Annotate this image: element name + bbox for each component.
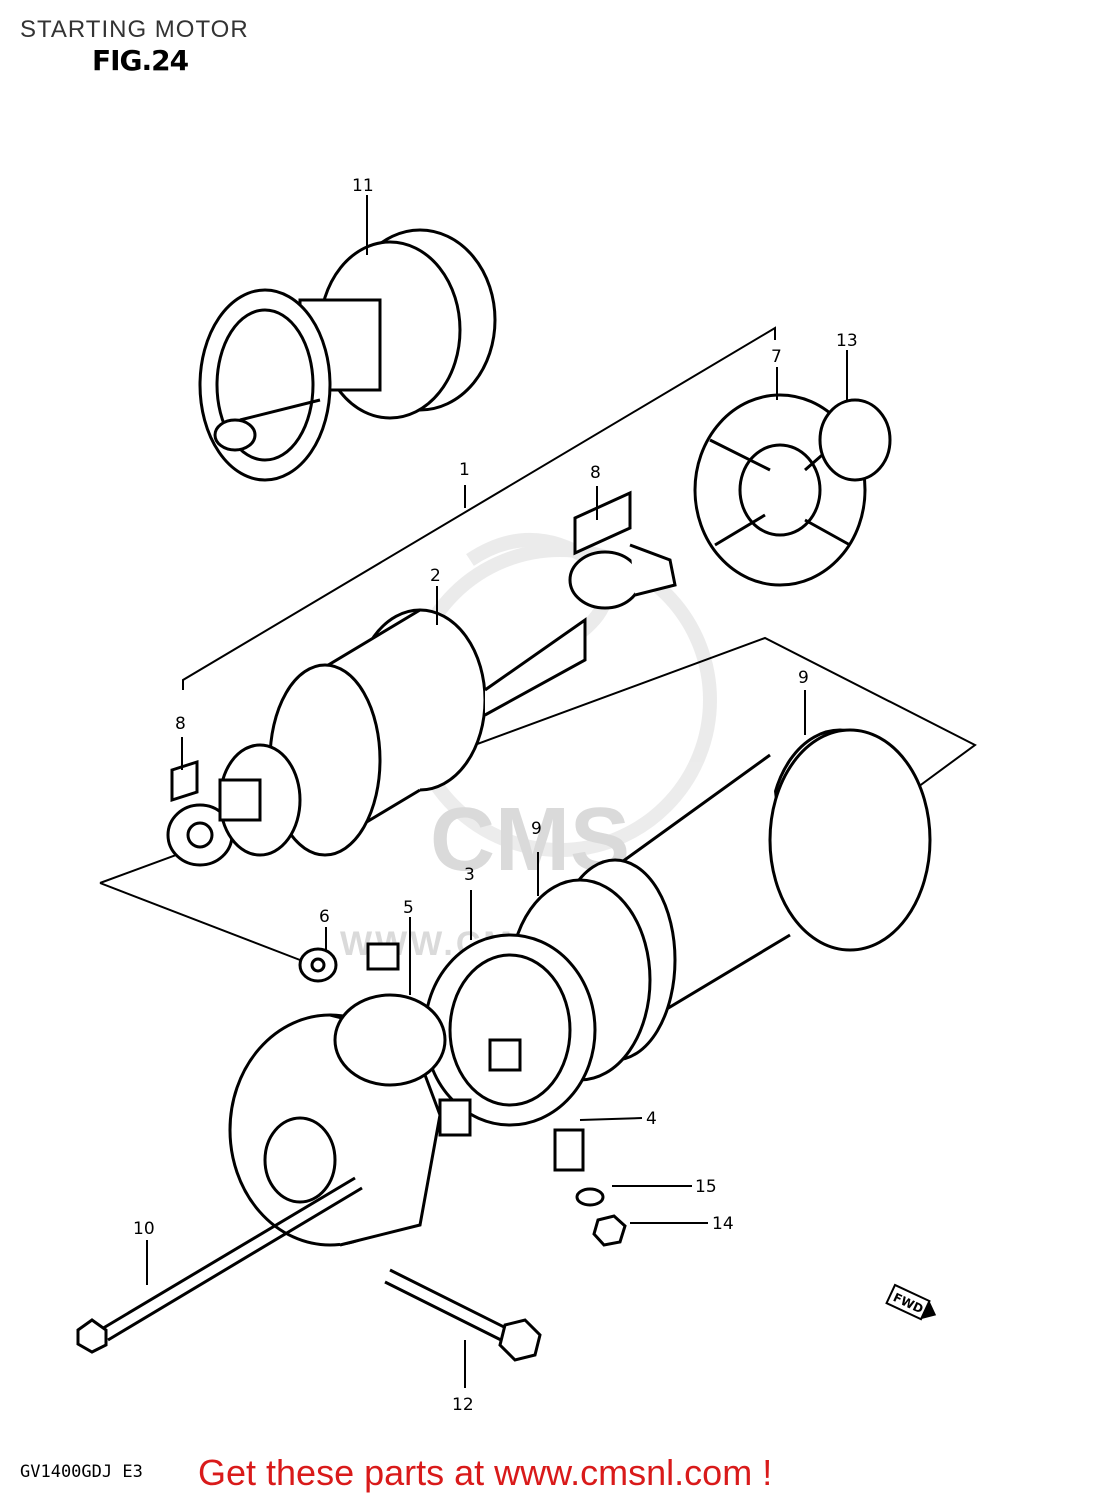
callout-10: 10 bbox=[133, 1219, 155, 1239]
brush-and-spring bbox=[298, 942, 400, 983]
rear-housing bbox=[228, 993, 447, 1247]
callout-6: 6 bbox=[319, 907, 330, 927]
callout-7: 7 bbox=[771, 347, 782, 367]
callout-12: 12 bbox=[452, 1395, 474, 1415]
page-title: STARTING MOTOR bbox=[20, 16, 249, 43]
callout-1: 1 bbox=[459, 460, 470, 480]
callout-14: 14 bbox=[712, 1214, 734, 1234]
callout-4: 4 bbox=[646, 1109, 657, 1129]
leader-lines bbox=[146, 195, 848, 1388]
callout-8-upper: 8 bbox=[590, 463, 601, 483]
callout-15: 15 bbox=[695, 1177, 717, 1197]
callout-9-ring: 9 bbox=[531, 819, 542, 839]
callout-8-lower: 8 bbox=[175, 714, 186, 734]
callout-2: 2 bbox=[430, 566, 441, 586]
end-cover bbox=[693, 393, 892, 587]
callout-13: 13 bbox=[836, 331, 858, 351]
shop-link[interactable]: Get these parts at www.cmsnl.com ! bbox=[198, 1452, 773, 1493]
starter-clutch-gear bbox=[198, 228, 497, 482]
callout-9-yoke: 9 bbox=[798, 668, 809, 688]
through-bolts bbox=[76, 1176, 542, 1362]
callout-3: 3 bbox=[464, 865, 475, 885]
fwd-direction-badge: FWD bbox=[885, 1283, 937, 1321]
armature bbox=[218, 608, 587, 857]
model-code: GV1400GDJ E3 bbox=[20, 1462, 143, 1482]
callout-5: 5 bbox=[403, 898, 414, 918]
callout-11: 11 bbox=[352, 176, 374, 196]
exploded-parts-diagram: CMS WWW.CMSNL.COM bbox=[76, 176, 977, 1415]
washer-set bbox=[166, 490, 677, 867]
brush-holder-plate bbox=[423, 933, 597, 1137]
figure-number: FIG.24 bbox=[92, 44, 189, 77]
terminal-hardware bbox=[553, 1128, 627, 1247]
